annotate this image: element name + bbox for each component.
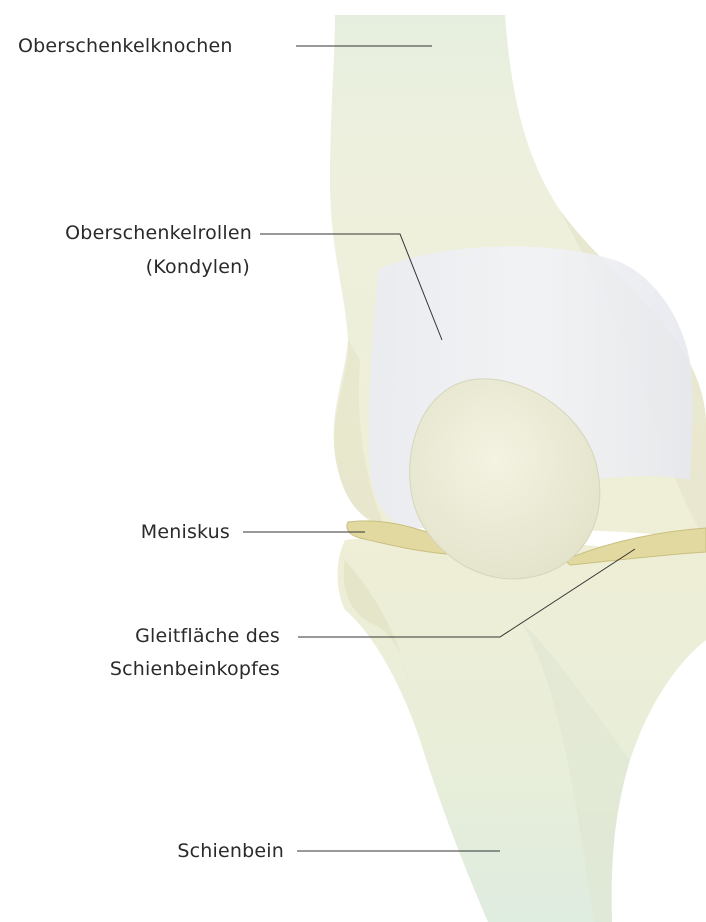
label-tibial-plateau-line1: Gleitfläche des <box>135 623 280 649</box>
label-condyles-line2: (Kondylen) <box>146 254 250 280</box>
label-condyles-line1: Oberschenkelrollen <box>65 220 252 246</box>
tibia-shape <box>338 536 706 922</box>
label-tibia: Schienbein <box>177 838 284 864</box>
label-femur: Oberschenkelknochen <box>18 33 233 59</box>
label-meniscus: Meniskus <box>141 519 230 545</box>
label-tibial-plateau-line2: Schienbeinkopfes <box>110 656 280 682</box>
